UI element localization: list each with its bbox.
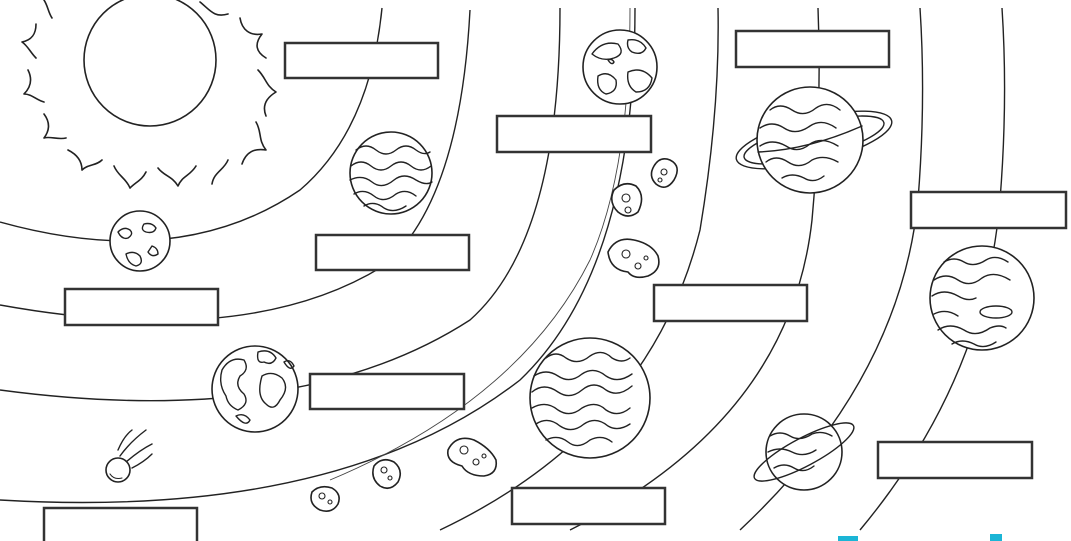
label-box[interactable] xyxy=(512,488,665,524)
sun xyxy=(22,0,276,188)
label-box[interactable] xyxy=(44,508,197,541)
sun-disc xyxy=(84,0,216,126)
label-box[interactable] xyxy=(654,285,807,321)
planet-earth xyxy=(212,346,298,432)
planet-uranus xyxy=(748,413,860,490)
planet-mars xyxy=(583,30,657,104)
label-box[interactable] xyxy=(65,289,218,325)
label-box[interactable] xyxy=(878,442,1032,478)
asteroid xyxy=(448,438,496,476)
asteroid xyxy=(608,239,659,277)
label-box[interactable] xyxy=(736,31,889,67)
watermark-fragment xyxy=(838,534,1002,541)
label-box[interactable] xyxy=(285,43,438,78)
comet xyxy=(106,430,152,482)
asteroid xyxy=(651,159,677,187)
asteroid xyxy=(373,460,400,489)
asteroid xyxy=(311,487,339,511)
planet-saturn xyxy=(731,87,897,193)
label-box[interactable] xyxy=(497,116,651,152)
planet-venus xyxy=(350,132,432,214)
planet-jupiter xyxy=(530,338,650,458)
label-box[interactable] xyxy=(911,192,1066,228)
asteroid xyxy=(612,184,642,216)
label-box[interactable] xyxy=(310,374,464,409)
planet-mercury xyxy=(110,211,170,271)
planet-neptune xyxy=(930,246,1034,350)
asteroids xyxy=(311,159,677,511)
label-box[interactable] xyxy=(316,235,469,270)
